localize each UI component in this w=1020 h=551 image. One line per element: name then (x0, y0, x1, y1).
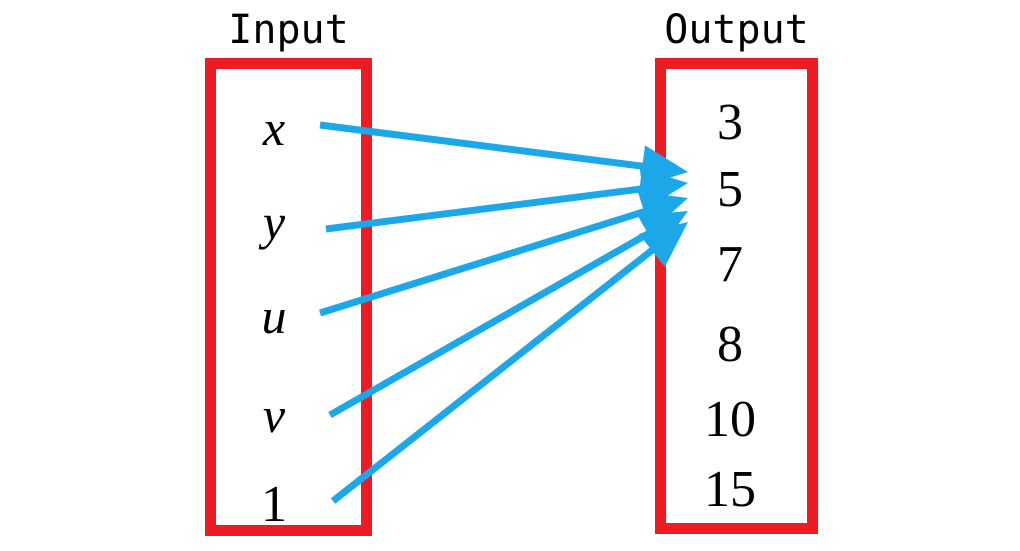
input-column-title: Input (228, 7, 349, 53)
input-element-4: v (262, 387, 286, 443)
output-set-box (655, 58, 818, 534)
output-element-1: 3 (717, 94, 743, 151)
output-element-6: 15 (704, 461, 756, 518)
input-set-box (205, 58, 372, 536)
arrow-x-to-5 (319, 121, 688, 188)
input-element-2: y (262, 194, 286, 250)
output-element-2: 5 (717, 161, 743, 218)
arrow-u-to-5 (318, 191, 688, 317)
input-element-5: 1 (261, 476, 287, 533)
input-element-1: x (262, 100, 286, 156)
output-element-3: 7 (717, 236, 743, 293)
output-element-4: 8 (717, 316, 743, 373)
arrow-v-to-5 (328, 211, 688, 419)
arrow-y-to-5 (325, 167, 688, 233)
output-element-5: 10 (704, 391, 756, 448)
arrow-1-to-5 (330, 222, 688, 504)
input-element-3: u (261, 288, 287, 344)
output-column-title: Output (664, 7, 809, 53)
